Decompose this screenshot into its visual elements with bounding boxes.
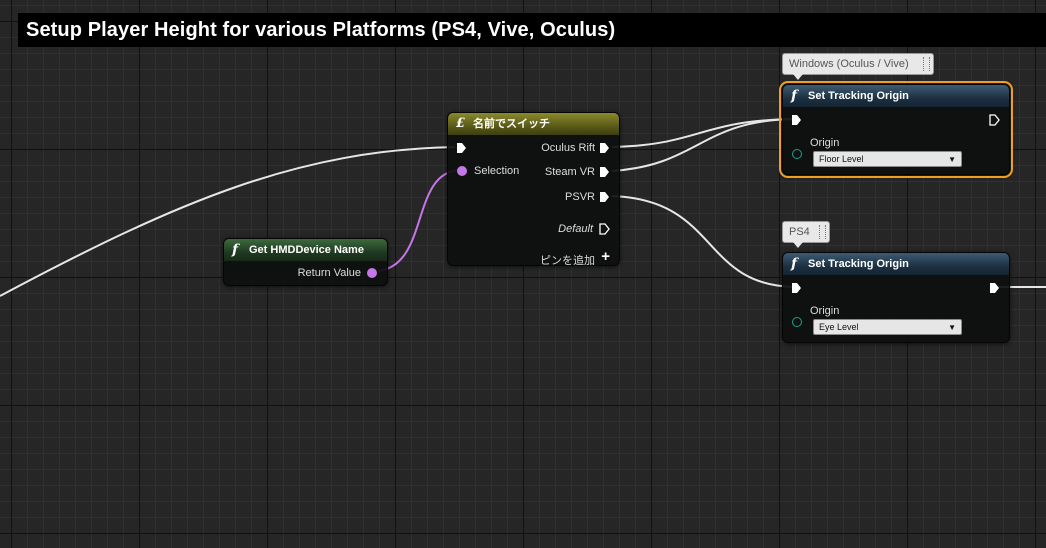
origin-enum-pin[interactable]	[792, 317, 802, 327]
oculus-rift-label: Oculus Rift	[541, 142, 595, 154]
origin-dropdown-value: Eye Level	[819, 322, 859, 332]
selection-label: Selection	[474, 165, 520, 177]
name-wire-selection	[377, 169, 461, 272]
exec-output-pin[interactable]	[989, 114, 1000, 126]
psvr-exec-pin[interactable]	[599, 191, 610, 203]
psvr-label: PSVR	[565, 191, 595, 203]
switch-icon: £	[456, 116, 466, 131]
node-header[interactable]: £ 名前でスイッチ	[448, 113, 619, 135]
dropdown-arrow-icon: ▼	[948, 323, 956, 332]
exec-wire-input	[0, 146, 456, 297]
bubble-grip-icon	[819, 225, 826, 239]
bubble-text: Windows (Oculus / Vive)	[789, 58, 909, 70]
bubble-tail	[793, 74, 803, 80]
add-pin-label[interactable]: ピンを追加	[540, 255, 595, 267]
steam-vr-label: Steam VR	[544, 166, 595, 178]
bubble-grip-icon	[923, 57, 930, 71]
dropdown-arrow-icon: ▼	[948, 155, 956, 164]
node-header[interactable]: f Set Tracking Origin	[783, 253, 1009, 275]
function-icon: f	[791, 256, 798, 272]
default-label: Default	[558, 223, 593, 235]
exec-input-pin[interactable]	[791, 114, 802, 126]
steam-vr-exec-pin[interactable]	[599, 166, 610, 178]
node-title: Set Tracking Origin	[808, 90, 909, 102]
node-comment-bubble-windows[interactable]: Windows (Oculus / Vive)	[782, 53, 934, 80]
node-header[interactable]: f Get HMDDevice Name	[224, 239, 387, 261]
comment-box-header[interactable]: Setup Player Height for various Platform…	[18, 13, 1046, 47]
default-exec-pin[interactable]	[599, 223, 610, 235]
switch-on-name-node[interactable]: £ 名前でスイッチ Selection Oculus Rift Steam VR…	[447, 112, 620, 267]
exec-wire-steamvr	[611, 118, 797, 172]
add-pin-plus-icon[interactable]: +	[601, 248, 610, 265]
bubble-text: PS4	[789, 226, 810, 238]
comment-title: Setup Player Height for various Platform…	[26, 19, 616, 41]
origin-label: Origin	[810, 137, 840, 149]
return-value-pin[interactable]	[367, 268, 377, 278]
function-icon: f	[232, 242, 239, 258]
exec-wire-oculus	[611, 118, 797, 148]
function-icon: f	[791, 88, 798, 104]
exec-input-pin[interactable]	[456, 142, 467, 154]
exec-output-pin[interactable]	[989, 282, 1000, 294]
set-tracking-origin-node-windows[interactable]: f Set Tracking Origin Origin Floor Level…	[779, 81, 1013, 178]
node-title: Get HMDDevice Name	[249, 244, 364, 256]
origin-dropdown[interactable]: Eye Level ▼	[813, 319, 962, 335]
node-header[interactable]: f Set Tracking Origin	[783, 85, 1009, 107]
origin-dropdown[interactable]: Floor Level ▼	[813, 151, 962, 167]
oculus-rift-exec-pin[interactable]	[599, 142, 610, 154]
return-value-label: Return Value	[297, 267, 361, 279]
exec-wire-psvr	[611, 195, 797, 288]
node-title: Set Tracking Origin	[808, 258, 909, 270]
bubble-tail	[793, 242, 803, 248]
origin-enum-pin[interactable]	[792, 149, 802, 159]
node-title: 名前でスイッチ	[473, 118, 550, 130]
origin-dropdown-value: Floor Level	[819, 154, 864, 164]
selection-pin[interactable]	[457, 166, 467, 176]
get-hmd-device-name-node[interactable]: f Get HMDDevice Name Return Value	[223, 238, 388, 286]
set-tracking-origin-node-ps4[interactable]: f Set Tracking Origin Origin Eye Level ▼	[782, 252, 1010, 343]
node-comment-bubble-ps4[interactable]: PS4	[782, 221, 830, 248]
origin-label: Origin	[810, 305, 840, 317]
exec-input-pin[interactable]	[791, 282, 802, 294]
